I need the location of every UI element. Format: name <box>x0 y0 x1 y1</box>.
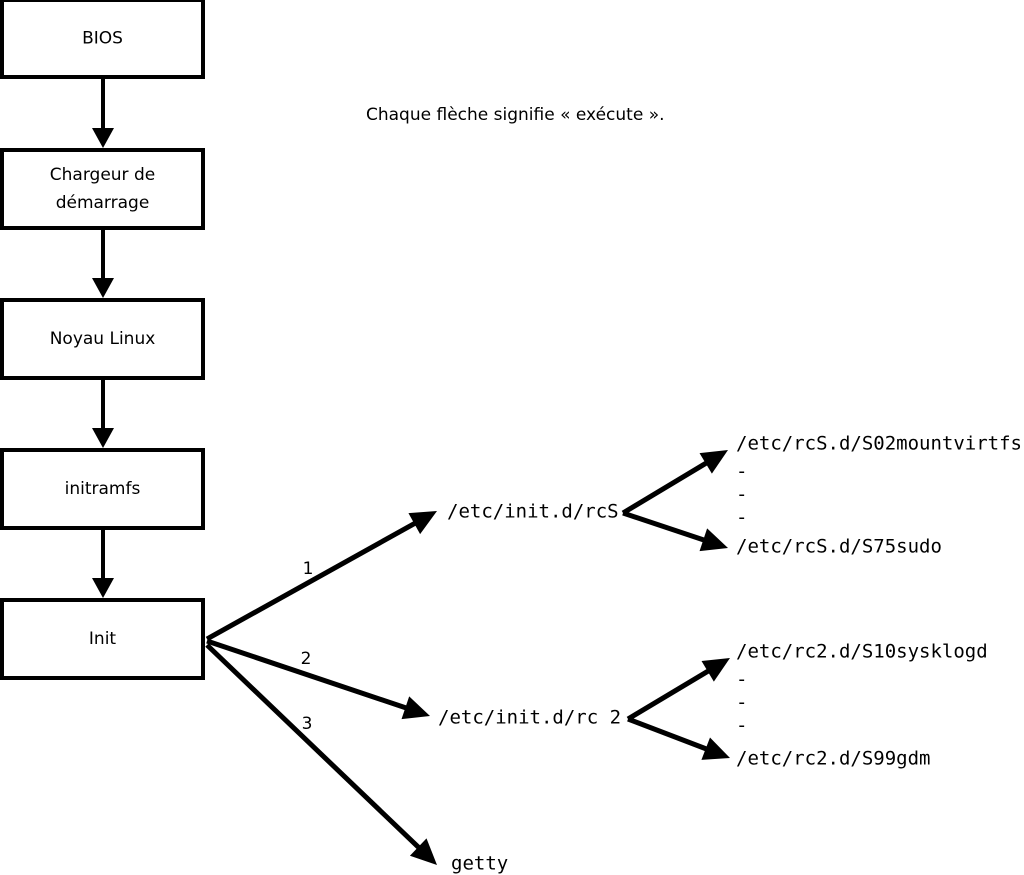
ellipsis-dash-rc2-fanout-2: - <box>736 715 747 737</box>
arrow-head-bios-to-bootloader <box>92 128 114 148</box>
ellipsis-dash-rcS-fanout-1: - <box>736 484 747 506</box>
arrow-shaft-rc2-last <box>627 716 718 756</box>
box-outline-init <box>0 598 205 680</box>
ellipsis-dash-rcS-fanout-0: - <box>736 461 747 483</box>
box-outline-bios <box>0 0 205 79</box>
box-label-kernel: Noyau Linux <box>50 329 156 349</box>
process-box-init: Init <box>0 598 205 680</box>
process-box-initramfs: initramfs <box>0 448 205 530</box>
leaf-label-rc2-last: /etc/rc2.d/S99gdm <box>736 748 930 770</box>
branch-arrow-branch-1 <box>205 511 437 642</box>
leaf-label-rc2-first: /etc/rc2.d/S10sysklogd <box>736 641 988 663</box>
arrow-head-rcS-last <box>699 528 728 552</box>
box-label-initramfs: initramfs <box>65 479 141 499</box>
arrow-head-initramfs-to-init <box>92 578 114 598</box>
vertical-arrow-kernel-to-initramfs <box>92 378 114 448</box>
box-label-bios: BIOS <box>82 29 123 49</box>
arrow-shaft-rcS-last <box>622 510 716 546</box>
ellipsis-dash-rc2-fanout-0: - <box>736 669 747 691</box>
process-box-bootloader: Chargeur de démarrage <box>0 148 205 230</box>
vertical-arrows-group <box>92 77 114 598</box>
box-outline-kernel <box>0 298 205 380</box>
box-label-init: Init <box>89 629 117 649</box>
arrow-head-branch-2 <box>401 696 430 720</box>
sub-branch-arrows-group <box>621 450 730 760</box>
vertical-arrow-bootloader-to-kernel <box>92 228 114 298</box>
arrow-shaft-rcS-first <box>621 455 718 516</box>
script-label-rcS: /etc/init.d/rcS <box>447 501 619 523</box>
script-label-getty: getty <box>451 853 508 875</box>
ellipsis-dash-rcS-fanout-2: - <box>736 507 747 529</box>
subbranch-arrow-rcS-first <box>621 450 728 516</box>
ellipsis-dash-rc2-fanout-1: - <box>736 692 747 714</box>
subbranch-arrow-rc2-last <box>627 716 730 760</box>
leaf-label-rcS-last: /etc/rcS.d/S75sudo <box>736 536 942 558</box>
arrow-shaft-branch-1 <box>205 515 426 642</box>
process-box-kernel: Noyau Linux <box>0 298 205 380</box>
arrow-head-rc2-first <box>701 658 730 682</box>
subbranch-arrow-rc2-first <box>626 658 730 722</box>
init-branch-arrows-group <box>205 511 437 865</box>
subbranch-arrow-rcS-last <box>622 510 728 552</box>
arrow-shaft-branch-3 <box>205 643 429 858</box>
script-label-rc2: /etc/init.d/rc 2 <box>438 707 621 729</box>
box-label-bootloader-line2: démarrage <box>56 193 150 213</box>
leaf-labels-group: /etc/rcS.d/S02mountvirtfs/etc/rcS.d/S75s… <box>736 433 1022 770</box>
branch-arrow-branch-3 <box>205 643 437 865</box>
branch-number-2: 2 <box>301 649 312 669</box>
box-label-bootloader-line1: Chargeur de <box>50 165 155 185</box>
arrow-head-branch-1 <box>408 511 437 535</box>
arrow-head-kernel-to-initramfs <box>92 428 114 448</box>
branch-number-1: 1 <box>303 559 314 579</box>
leaf-label-rcS-first: /etc/rcS.d/S02mountvirtfs <box>736 433 1022 455</box>
vertical-arrow-bios-to-bootloader <box>92 77 114 148</box>
arrow-head-bootloader-to-kernel <box>92 278 114 298</box>
vertical-arrow-initramfs-to-init <box>92 528 114 598</box>
box-outline-bootloader <box>0 148 205 230</box>
arrow-shaft-branch-2 <box>206 638 418 714</box>
arrow-head-rcS-first <box>699 450 728 474</box>
branch-arrow-branch-2 <box>206 638 430 720</box>
diagram-caption: Chaque flèche signifie « exécute ». <box>366 105 665 125</box>
branch-number-3: 3 <box>302 714 313 734</box>
arrow-head-rc2-last <box>701 737 730 760</box>
arrow-head-branch-3 <box>409 838 437 865</box>
arrow-shaft-rc2-first <box>626 663 720 722</box>
process-box-bios: BIOS <box>0 0 205 79</box>
